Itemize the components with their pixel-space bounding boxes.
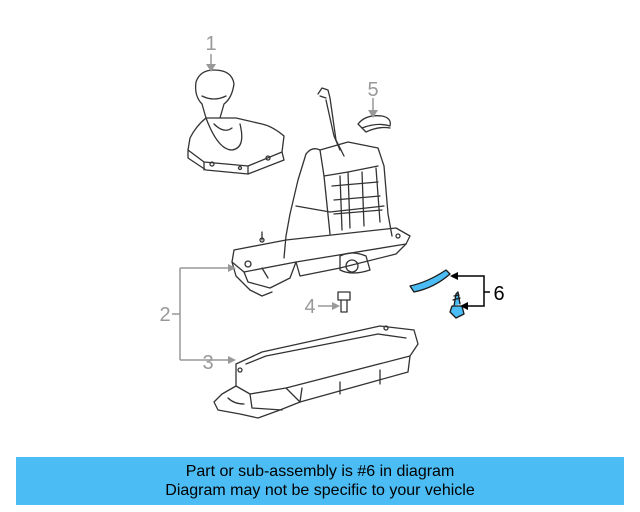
banner-line-part-number: Part or sub-assembly is #6 in diagram — [185, 463, 455, 480]
callout-1[interactable]: 1 — [205, 33, 216, 55]
info-banner: Part or sub-assembly is #6 in diagram Di… — [16, 457, 624, 505]
callout-5[interactable]: 5 — [367, 79, 378, 101]
callout-4[interactable]: 4 — [304, 296, 315, 318]
callout-6[interactable]: 6 — [493, 283, 504, 305]
parts-diagram: 1 5 2 4 3 6 — [159, 33, 505, 419]
callout-6-arrowheads — [450, 272, 468, 310]
lower-tray-part — [213, 325, 419, 419]
shifter-assembly — [231, 87, 411, 297]
bolt-part — [337, 291, 351, 313]
part-6-highlighted — [409, 269, 465, 319]
shift-knob-boot — [187, 69, 285, 175]
cap-part — [357, 115, 391, 133]
callout-arrowheads — [206, 64, 378, 364]
banner-line-disclaimer: Diagram may not be specific to your vehi… — [165, 482, 475, 499]
callout-3[interactable]: 3 — [202, 352, 213, 374]
callout-2[interactable]: 2 — [159, 304, 170, 326]
screw-part — [449, 291, 465, 319]
callout-leaders — [172, 54, 374, 361]
callout-6-leader — [456, 275, 490, 307]
